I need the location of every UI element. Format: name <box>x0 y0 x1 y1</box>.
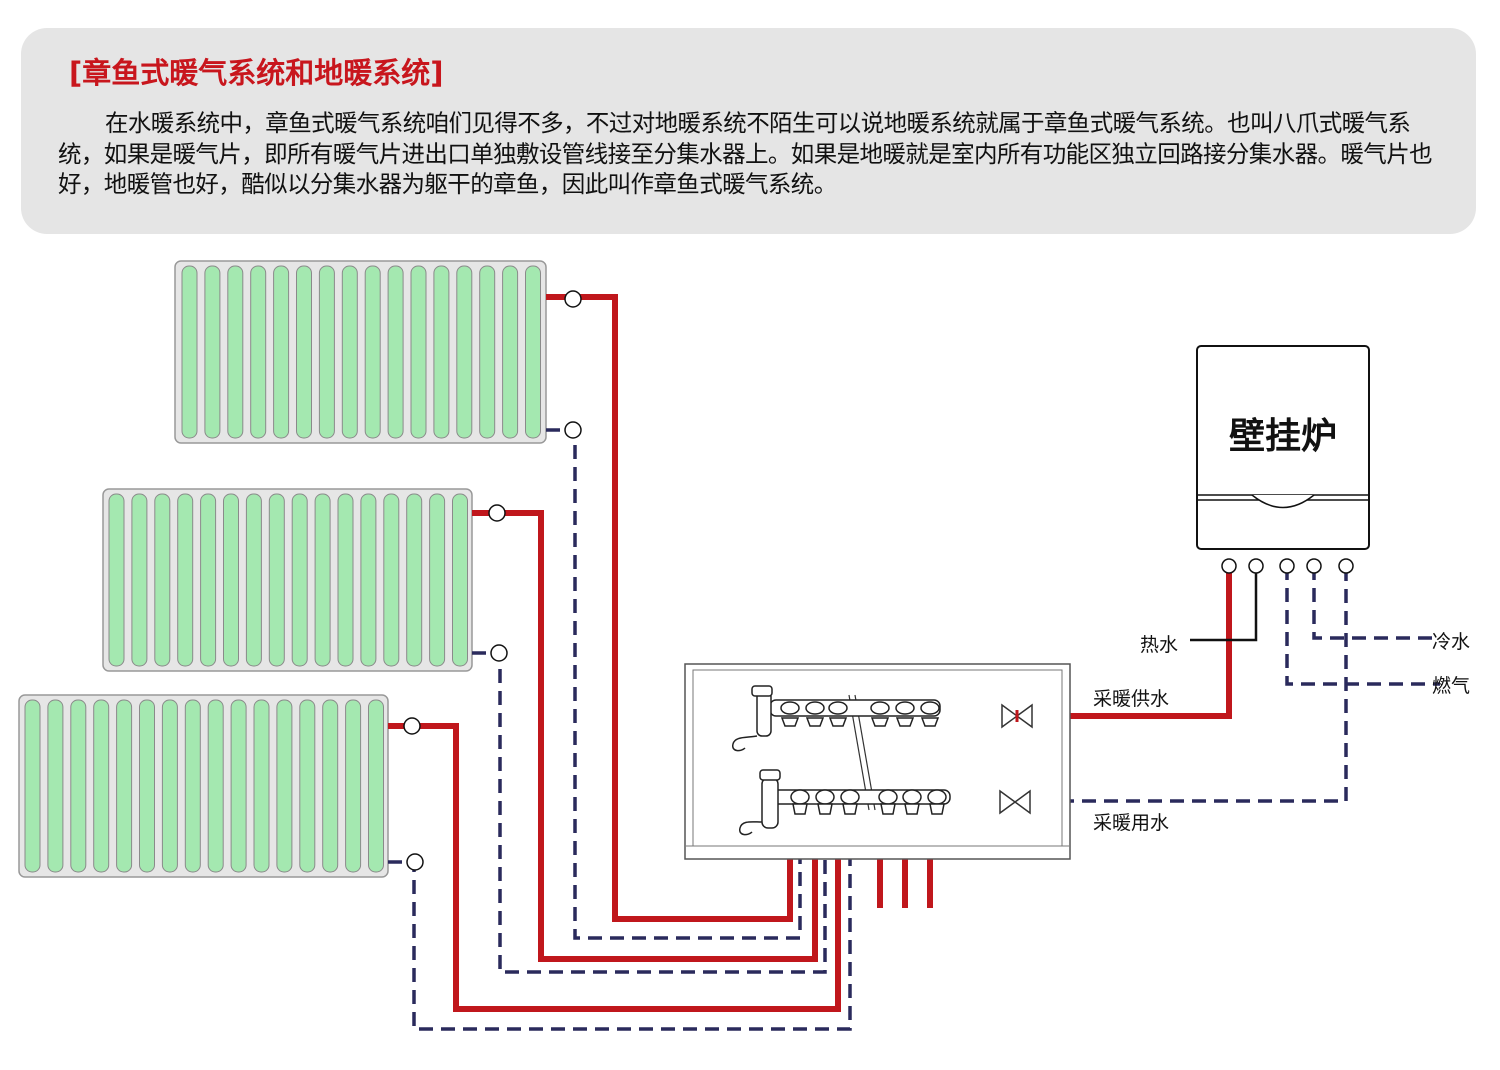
radiator-middle <box>102 488 473 672</box>
radiator-fin <box>479 265 496 439</box>
intro-body: 在水暖系统中，章鱼式暖气系统咱们见得不多，不过对地暖系统不陌生可以说地暖系统就属… <box>58 109 1433 198</box>
radiator-fin <box>525 265 541 439</box>
return-manifold <box>739 769 951 836</box>
radiator-fin <box>181 265 198 439</box>
radiator-fin <box>139 699 155 873</box>
radiator-fin <box>322 699 339 873</box>
radiator-fin <box>368 699 384 873</box>
supply-pipe-bottom <box>388 723 841 1012</box>
return-pipe-boiler <box>950 566 1348 803</box>
radiator-fin <box>250 265 267 439</box>
radiator-fin <box>116 699 133 873</box>
supply-manifold <box>732 685 941 752</box>
radiator-top <box>174 260 547 444</box>
radiator-fin <box>253 699 270 873</box>
radiator-top-fins <box>181 265 541 439</box>
radiator-fin <box>341 265 358 439</box>
radiator-fin <box>204 265 221 439</box>
radiator-fin <box>108 493 125 667</box>
radiator-fin <box>24 699 41 873</box>
radiator-fin <box>207 699 224 873</box>
radiator-fin <box>318 265 335 439</box>
radiator-fin <box>47 699 64 873</box>
radiator-fin <box>70 699 87 873</box>
radiator-fin <box>296 265 312 439</box>
radiator-fin <box>452 493 468 667</box>
radiator-fin <box>223 493 239 667</box>
heating-supply-label: 采暖供水 <box>1093 688 1169 710</box>
return-pipes <box>388 428 1440 1031</box>
radiator-middle-fins <box>108 493 468 667</box>
gas-label: 燃气 <box>1432 675 1470 697</box>
radiator-fin <box>273 265 290 439</box>
wall-boiler: 壁挂炉 <box>1196 345 1370 574</box>
radiator-connectors <box>403 290 582 871</box>
radiator-fin <box>161 699 178 873</box>
radiator-fin <box>337 493 354 667</box>
intro-panel: [章鱼式暖气系统和地暖系统] 在水暖系统中，章鱼式暖气系统咱们见得不多，不过对地… <box>21 28 1476 234</box>
radiator-fin <box>230 699 247 873</box>
radiator-fin <box>456 265 473 439</box>
radiator-fin <box>131 493 148 667</box>
supply-pipe-middle <box>472 510 818 962</box>
boiler-label: 壁挂炉 <box>1229 415 1337 457</box>
radiator-fin <box>383 493 400 667</box>
radiator-fin <box>200 493 217 667</box>
radiator-fin <box>345 699 362 873</box>
radiator-fin <box>93 699 110 873</box>
return-valve-icon[interactable] <box>999 789 1031 815</box>
supply-valve-icon[interactable] <box>1001 703 1033 729</box>
radiator-fin <box>387 265 404 439</box>
boiler-ports <box>1221 558 1354 574</box>
radiator-fin <box>177 493 194 667</box>
radiator-fin <box>299 699 316 873</box>
cold-water-label: 冷水 <box>1432 631 1470 653</box>
return-pipe-top <box>546 428 802 940</box>
radiator-fin <box>406 493 423 667</box>
radiator-fin <box>314 493 331 667</box>
radiator-fin <box>410 265 427 439</box>
radiator-fin <box>291 493 308 667</box>
radiator-fin <box>502 265 519 439</box>
radiator-fin <box>245 493 262 667</box>
intro-title: [章鱼式暖气系统和地暖系统] <box>69 56 444 90</box>
radiator-fin <box>276 699 293 873</box>
radiator-fin <box>364 265 381 439</box>
radiator-fin <box>433 265 450 439</box>
radiator-fin <box>154 493 171 667</box>
radiator-fin <box>360 493 377 667</box>
radiator-bottom <box>18 694 389 878</box>
radiator-fin <box>268 493 285 667</box>
radiator-bottom-fins <box>24 699 384 873</box>
manifold-cabinet <box>684 663 1071 860</box>
hot-water-pipe <box>1190 566 1258 642</box>
gas-pipe <box>1285 566 1440 686</box>
radiator-fin <box>184 699 201 873</box>
heating-return-label: 采暖用水 <box>1093 812 1169 834</box>
cold-water-pipe <box>1312 566 1440 640</box>
radiator-fin <box>227 265 244 439</box>
hot-water-label: 热水 <box>1140 634 1178 656</box>
radiator-fin <box>429 493 446 667</box>
